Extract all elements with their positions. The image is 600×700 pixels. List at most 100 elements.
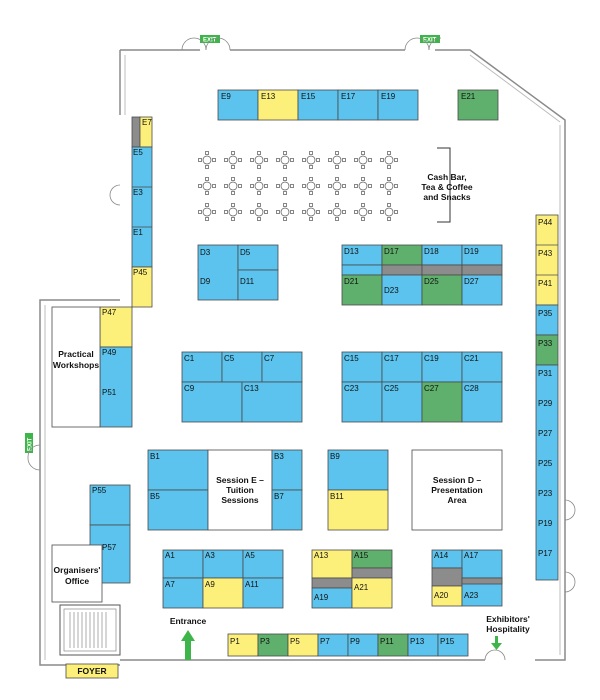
booth-P47[interactable]: P47 [102,308,117,317]
booth-block-d-right: D13 D17 D18 D19 D21 D23 D25 D27 [341,244,503,306]
booth-D5[interactable]: D5 [240,248,251,257]
booth-D17[interactable]: D17 [384,247,399,256]
booth-A19[interactable]: A19 [314,593,329,602]
booth-D19[interactable]: D19 [464,247,479,256]
booth-A13[interactable]: A13 [314,551,329,560]
booth-A5[interactable]: A5 [245,551,255,560]
door-right-lower [564,499,576,521]
booth-C15[interactable]: C15 [344,354,359,363]
booth-P44[interactable]: P44 [538,218,553,227]
booth-B5[interactable]: B5 [150,492,160,501]
cafe-table-icon [224,177,242,195]
booth-P3[interactable]: P3 [260,637,270,646]
cafe-table-icon [354,151,372,169]
cafe-table-icon [276,177,294,195]
booth-B7[interactable]: B7 [274,492,284,501]
booth-P19[interactable]: P19 [538,519,553,528]
booth-C28[interactable]: C28 [464,384,479,393]
booth-D9[interactable]: D9 [200,277,211,286]
booth-P31[interactable]: P31 [538,369,553,378]
entrance-label: Entrance [170,616,207,626]
svg-text:Exhibitors': Exhibitors' [486,614,530,624]
booth-E1[interactable]: E1 [133,228,143,237]
booth-B11[interactable]: B11 [330,492,344,501]
booth-P33[interactable]: P33 [538,339,553,348]
booth-P35[interactable]: P35 [538,309,553,318]
booth-A9[interactable]: A9 [205,580,215,589]
booth-P7[interactable]: P7 [320,637,330,646]
booth-D21[interactable]: D21 [344,277,359,286]
booth-A14[interactable]: A14 [434,551,449,560]
booth-E19[interactable]: E19 [381,92,396,101]
booth-E9[interactable]: E9 [221,92,231,101]
booth-P15[interactable]: P15 [440,637,455,646]
booth-B9[interactable]: B9 [330,452,340,461]
booth-A15[interactable]: A15 [354,551,369,560]
booth-P13[interactable]: P13 [410,637,425,646]
booth-P45[interactable]: P45 [133,268,148,277]
booth-A1[interactable]: A1 [165,551,175,560]
booth-P1[interactable]: P1 [230,637,240,646]
booth-C7[interactable]: C7 [264,354,275,363]
booth-A7[interactable]: A7 [165,580,175,589]
cafe-table-icon [380,203,398,221]
booth-P57[interactable]: P57 [102,543,117,552]
booth-C9[interactable]: C9 [184,384,195,393]
session-e-label: Session E – [216,475,264,485]
booth-B3[interactable]: B3 [274,452,284,461]
cafe-table-icon [198,151,216,169]
booth-C25[interactable]: C25 [384,384,399,393]
svg-text:Office: Office [65,576,89,586]
booth-P25[interactable]: P25 [538,459,553,468]
booth-E15[interactable]: E15 [301,92,316,101]
booth-A3[interactable]: A3 [205,551,215,560]
booth-C27[interactable]: C27 [424,384,439,393]
booth-C1[interactable]: C1 [184,354,195,363]
booth-P5[interactable]: P5 [290,637,300,646]
booth-E5[interactable]: E5 [133,148,143,157]
booth-C19[interactable]: C19 [424,354,439,363]
booth-C17[interactable]: C17 [384,354,399,363]
booth-D13[interactable]: D13 [344,247,359,256]
booth-P11[interactable]: P11 [380,637,394,646]
cafe-table-icon [328,151,346,169]
booth-block-b-right: B9 B11 [327,449,389,531]
cafe-table-icon [354,177,372,195]
booth-C21[interactable]: C21 [464,354,479,363]
booth-A11[interactable]: A11 [245,580,259,589]
booth-E21[interactable]: E21 [461,92,476,101]
booth-B1[interactable]: B1 [150,452,160,461]
booth-block-b: B1 B5 B3 B7 Session E – Tuition Sessions [147,449,303,531]
booth-C5[interactable]: C5 [224,354,235,363]
booth-A17[interactable]: A17 [464,551,479,560]
booth-E7[interactable]: E7 [142,118,152,127]
session-d-area: Session D – Presentation Area [411,449,503,531]
booth-D27[interactable]: D27 [464,277,479,286]
booth-P43[interactable]: P43 [538,249,553,258]
booth-P17[interactable]: P17 [538,549,553,558]
booth-C13[interactable]: C13 [244,384,259,393]
booth-D11[interactable]: D11 [240,277,255,286]
booth-P29[interactable]: P29 [538,399,553,408]
booth-C23[interactable]: C23 [344,384,359,393]
cafe-tables [198,151,398,221]
booth-P51[interactable]: P51 [102,388,117,397]
booth-P41[interactable]: P41 [538,279,553,288]
booth-A23[interactable]: A23 [464,591,479,600]
booth-A20[interactable]: A20 [434,591,449,600]
booth-D25[interactable]: D25 [424,277,439,286]
cafe-table-icon [250,177,268,195]
cash-bar-area: Cash Bar, Tea & Coffee and Snacks [421,147,473,223]
booth-E17[interactable]: E17 [341,92,356,101]
booth-D18[interactable]: D18 [424,247,439,256]
booth-P23[interactable]: P23 [538,489,553,498]
booth-D23[interactable]: D23 [384,286,399,295]
booth-A21[interactable]: A21 [354,583,369,592]
booth-P49[interactable]: P49 [102,348,117,357]
booth-P55[interactable]: P55 [92,486,107,495]
booth-P27[interactable]: P27 [538,429,553,438]
booth-E3[interactable]: E3 [133,188,143,197]
booth-E13[interactable]: E13 [261,92,276,101]
booth-D3[interactable]: D3 [200,248,211,257]
booth-P9[interactable]: P9 [350,637,360,646]
